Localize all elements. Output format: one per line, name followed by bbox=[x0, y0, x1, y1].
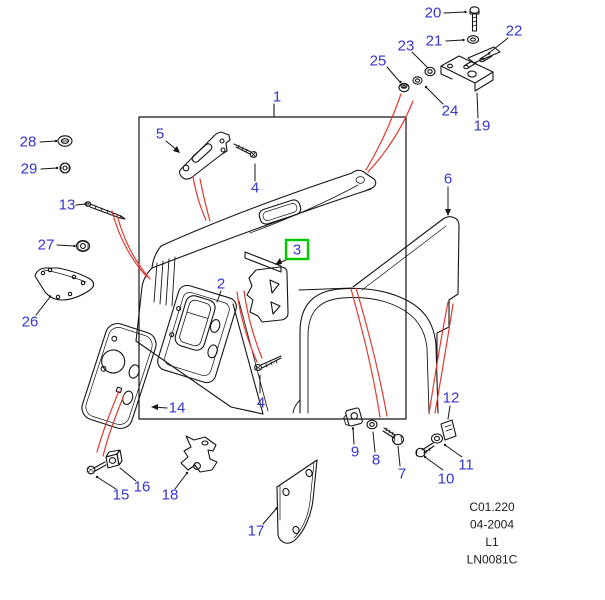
callout-18[interactable]: 18 bbox=[162, 487, 179, 504]
callout-23[interactable]: 23 bbox=[398, 38, 415, 55]
callout-6[interactable]: 6 bbox=[444, 171, 452, 188]
bolt-20-icon bbox=[469, 6, 480, 32]
plate-17-art bbox=[276, 459, 318, 544]
callout-26[interactable]: 26 bbox=[22, 314, 39, 331]
washer-8-icon bbox=[366, 419, 378, 430]
callout-11[interactable]: 11 bbox=[458, 457, 474, 474]
callout-3[interactable]: 3 bbox=[293, 242, 301, 259]
callout-27[interactable]: 27 bbox=[38, 237, 55, 254]
panel-6-art bbox=[352, 216, 460, 361]
callout-2[interactable]: 2 bbox=[217, 276, 225, 293]
gasket-14-art bbox=[81, 322, 157, 430]
callout-4[interactable]: 4 bbox=[251, 180, 259, 197]
screw-4-lower-icon bbox=[254, 355, 282, 372]
washer-23-icon bbox=[424, 66, 436, 77]
washer-24-icon bbox=[412, 76, 423, 85]
bracket-5-art bbox=[178, 131, 231, 180]
callout-9[interactable]: 9 bbox=[351, 444, 359, 461]
clipnut-16-icon bbox=[105, 449, 123, 469]
bolt-15-icon bbox=[86, 461, 107, 475]
callout-25[interactable]: 25 bbox=[370, 53, 387, 70]
callout-24[interactable]: 24 bbox=[442, 103, 459, 120]
callout-leader-lines bbox=[35, 10, 509, 525]
red-leader-lines bbox=[96, 93, 454, 457]
plate-12-icon bbox=[440, 419, 457, 441]
callout-29[interactable]: 29 bbox=[21, 161, 38, 178]
screw-4-upper-icon bbox=[233, 143, 258, 158]
screw-13-icon bbox=[84, 201, 126, 220]
callout-8[interactable]: 8 bbox=[372, 452, 380, 469]
callout-13[interactable]: 13 bbox=[59, 197, 76, 214]
callout-16[interactable]: 16 bbox=[134, 479, 151, 496]
callout-10[interactable]: 10 bbox=[438, 471, 455, 488]
callout-19[interactable]: 19 bbox=[474, 118, 491, 135]
bracket-26-art bbox=[34, 267, 95, 301]
callout-21[interactable]: 21 bbox=[426, 33, 443, 50]
nut-29-icon bbox=[59, 162, 71, 174]
callout-17[interactable]: 17 bbox=[248, 523, 265, 540]
footer-line-4: LN0081C bbox=[467, 553, 518, 567]
bolt-7-icon bbox=[382, 427, 405, 446]
bracket-19-art bbox=[440, 55, 494, 92]
diagram-line-art bbox=[34, 6, 501, 544]
nut-25-icon bbox=[398, 82, 410, 93]
washer-28-icon bbox=[57, 135, 73, 147]
callout-7[interactable]: 7 bbox=[398, 466, 406, 483]
footer-line-1: C01.220 bbox=[469, 500, 515, 514]
washer-11-icon bbox=[430, 433, 444, 444]
callout-22[interactable]: 22 bbox=[506, 23, 523, 40]
callout-15[interactable]: 15 bbox=[113, 487, 130, 504]
clip-9-icon bbox=[343, 407, 363, 427]
plate-22-icon bbox=[463, 46, 501, 70]
footer-line-3: L1 bbox=[485, 535, 499, 549]
washer-21-icon bbox=[466, 35, 480, 44]
footer-line-2: 04-2004 bbox=[470, 518, 514, 532]
callout-4[interactable]: 4 bbox=[257, 395, 265, 412]
bolt-10-icon bbox=[415, 442, 435, 458]
callout-28[interactable]: 28 bbox=[20, 134, 37, 151]
bracket-3-art bbox=[244, 251, 289, 323]
callout-1[interactable]: 1 bbox=[273, 89, 281, 106]
nut-27-icon bbox=[75, 239, 91, 253]
bracket-18-art bbox=[180, 435, 218, 473]
callout-20[interactable]: 20 bbox=[425, 5, 442, 22]
callout-12[interactable]: 12 bbox=[443, 390, 460, 407]
highlight-box-callout-3[interactable] bbox=[284, 238, 310, 261]
callout-5[interactable]: 5 bbox=[156, 126, 164, 143]
wing-panel-art bbox=[135, 169, 439, 415]
callout-14[interactable]: 14 bbox=[169, 400, 186, 417]
